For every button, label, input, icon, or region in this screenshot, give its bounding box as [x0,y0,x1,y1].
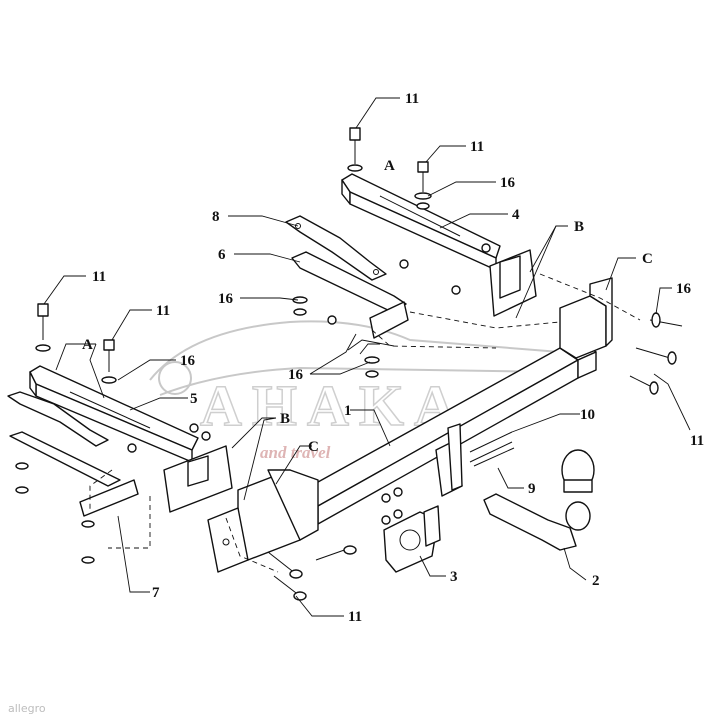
watermark-tagline: and travel [260,443,331,462]
bolt-group-right [629,312,683,395]
callout-11-left-2: 11 [156,303,170,319]
plate-6 [291,251,409,339]
alignment-lines [89,273,641,573]
callout-11-left: 11 [92,269,106,285]
callout-C-left: C [308,439,319,455]
callout-11-top: 11 [405,91,419,107]
ball-neck [483,449,595,551]
callout-16-mid: 16 [180,353,196,369]
callout-C-top: C [642,251,653,267]
corner-watermark: allegro [8,702,46,715]
watermark: AHAKA and travel [149,320,561,462]
callout-7: 7 [152,585,160,601]
callout-8: 8 [212,209,220,225]
center-mount [435,423,515,497]
callout-B-left: B [280,411,290,427]
callout-B-top: B [574,219,584,235]
callout-16-lower: 16 [288,367,304,383]
bracket-7 [7,391,139,517]
callout-11-bottom: 11 [348,609,362,625]
callout-1: 1 [344,403,352,419]
callout-2: 2 [592,573,600,589]
left-end-bracket [207,469,319,573]
callout-4: 4 [512,207,520,223]
callout-3: 3 [450,569,458,585]
watermark-brand: AHAKA [200,373,466,438]
callout-9: 9 [528,481,536,497]
callout-11-top-2: 11 [470,139,484,155]
callout-5: 5 [190,391,198,407]
callout-16-right: 16 [676,281,692,297]
bolt-group-bottom [267,545,357,601]
callout-16-top: 16 [500,175,516,191]
hardware [15,127,683,601]
callout-11-right: 11 [690,433,704,449]
right-end-bracket [559,277,613,359]
callout-16-left: 16 [218,291,234,307]
top-frame-rail [341,173,537,317]
callout-10: 10 [580,407,595,423]
callout-6: 6 [218,247,226,263]
leader-lines [43,97,691,617]
socket-plate [383,505,441,573]
callout-labels: 11 11 16 4 8 6 B C 16 16 11 11 A A 16 16… [82,91,704,625]
callout-A-left: A [82,337,93,353]
callout-A-top: A [384,158,395,174]
left-frame-rail [29,365,233,513]
bracket-8 [285,215,387,281]
